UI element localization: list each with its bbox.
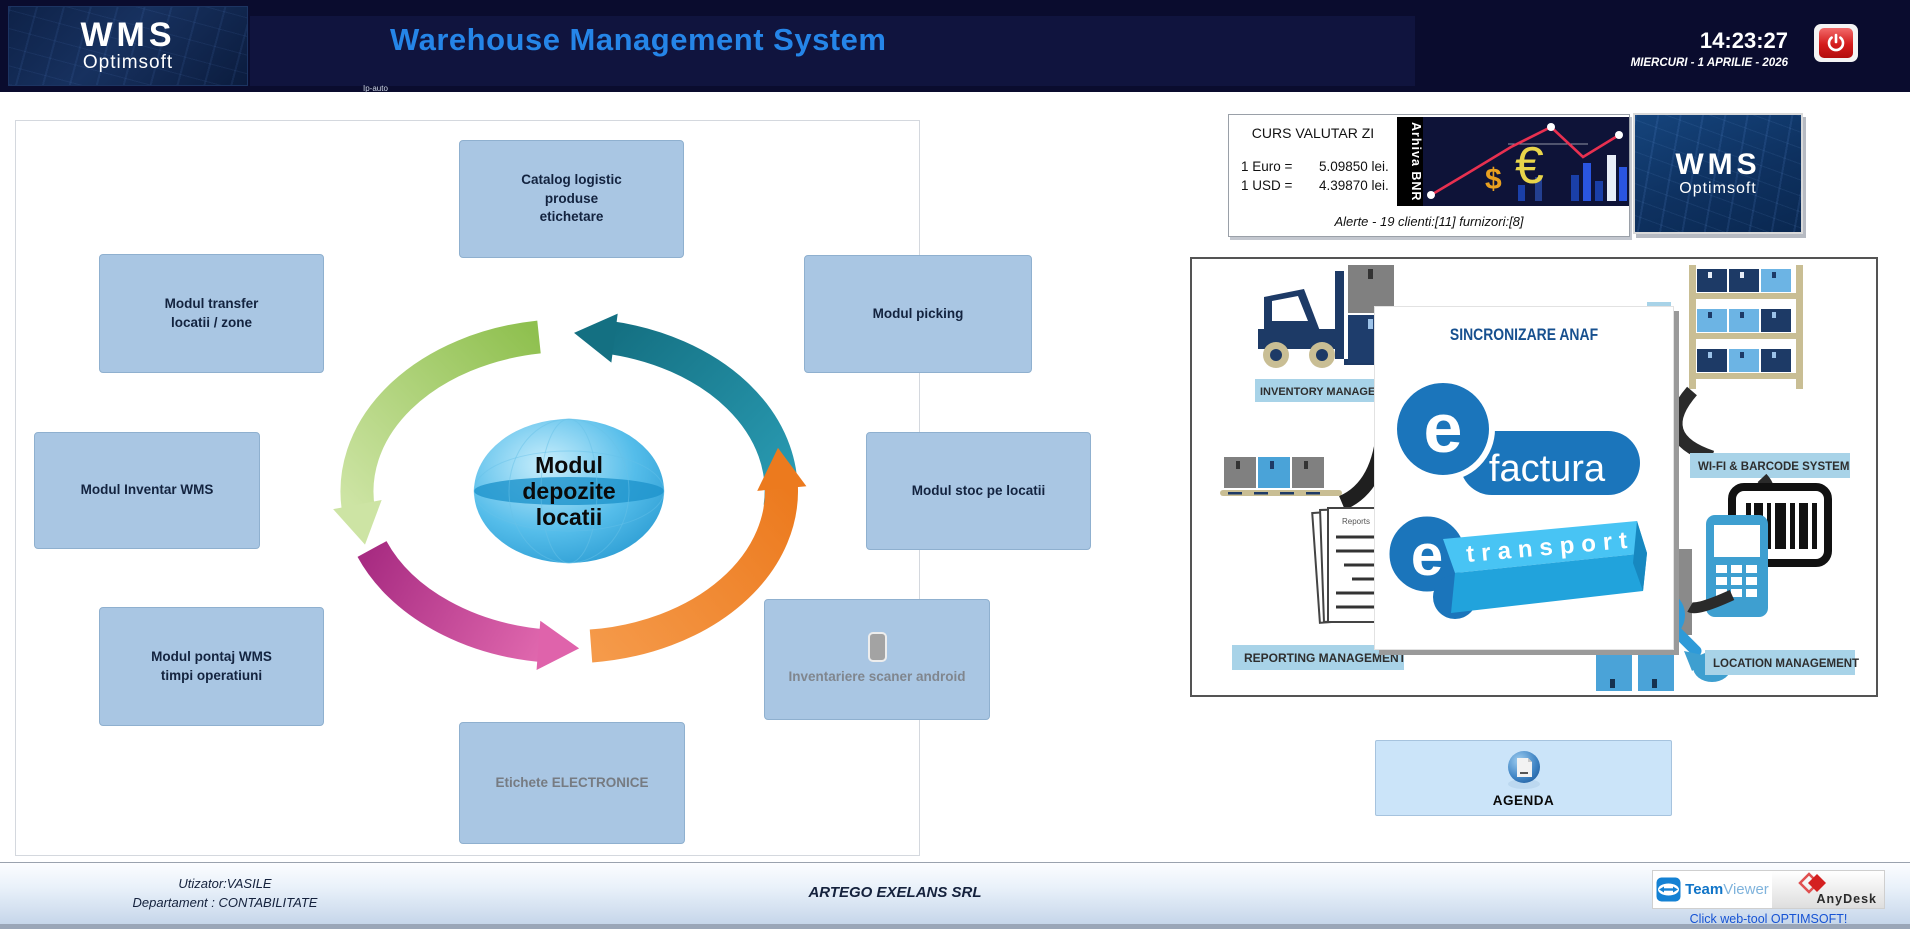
currency-chart: $ € bbox=[1423, 117, 1629, 206]
module-pontaj-wms[interactable]: Modul pontaj WMS timpi operatiuni bbox=[99, 607, 324, 726]
ip-auto-label: Ip-auto bbox=[363, 84, 388, 93]
app-logo: WMS Optimsoft bbox=[8, 6, 248, 86]
euro-symbol: € bbox=[1515, 137, 1544, 195]
cycle-diagram: Modul depozite locatii bbox=[333, 313, 807, 670]
header-bar: WMS Optimsoft Warehouse Management Syste… bbox=[0, 0, 1910, 93]
agenda-button[interactable]: AGENDA bbox=[1375, 740, 1672, 816]
center-sphere[interactable]: Modul depozite locatii bbox=[473, 418, 665, 564]
android-phone-icon bbox=[867, 632, 887, 663]
alerts-text: Alerte - 19 clienti:[11] furnizori:[8] bbox=[1229, 206, 1629, 236]
warehouse-illustration: INVENTORY MANAGEMENT Reports bbox=[1220, 265, 1859, 691]
forklift-icon bbox=[1258, 265, 1396, 368]
page-title: Warehouse Management System bbox=[390, 22, 887, 57]
agenda-icon bbox=[1507, 751, 1540, 789]
efactura-logo[interactable]: e factura bbox=[1391, 377, 1640, 495]
efactura-text: factura bbox=[1489, 448, 1606, 490]
module-stoc-pe-locatii[interactable]: Modul stoc pe locatii bbox=[866, 432, 1091, 550]
anydesk-icon bbox=[1798, 872, 1826, 894]
shelf-rack-icon bbox=[1689, 265, 1803, 389]
bottom-boxes-icon bbox=[1596, 655, 1674, 691]
etransport-logo[interactable]: e transport bbox=[1384, 511, 1647, 619]
anaf-sync-overlay: SINCRONIZARE ANAF e factura e transport bbox=[1374, 306, 1674, 650]
user-department: Departament : CONTABILITATE bbox=[132, 894, 318, 910]
module-etichete-electronice[interactable]: Etichete ELECTRONICE bbox=[459, 722, 685, 844]
inventory-label: INVENTORY MANAGEMENT bbox=[1260, 386, 1407, 398]
inventory-chip bbox=[1255, 379, 1379, 402]
barcode-scanner-icon bbox=[1706, 483, 1832, 617]
date-display: MIERCURI - 1 APRILIE - 2026 bbox=[1630, 57, 1788, 69]
badge-optimsoft-text: Optimsoft bbox=[1679, 180, 1757, 198]
center-line-2: depozite bbox=[522, 478, 615, 504]
module-inventariere-scaner[interactable]: Inventariere scaner android bbox=[764, 599, 990, 720]
footer-bar: Utizator:VASILE Departament : CONTABILIT… bbox=[0, 862, 1910, 926]
center-line-3: locatii bbox=[536, 504, 602, 530]
center-line-1: Modul bbox=[535, 452, 603, 478]
wifi-label: WI-FI & BARCODE SYSTEM bbox=[1698, 461, 1849, 473]
cycle-arrow-orange bbox=[589, 447, 807, 663]
module-inventar-wms[interactable]: Modul Inventar WMS bbox=[34, 432, 260, 549]
anaf-sync-title: SINCRONIZARE ANAF bbox=[1449, 325, 1599, 344]
currency-row-euro: 1 Euro = 5.09850 lei. bbox=[1241, 159, 1397, 174]
power-icon bbox=[1819, 28, 1853, 58]
etransport-e: e bbox=[1411, 523, 1443, 588]
teamviewer-text: TeamViewer bbox=[1685, 881, 1769, 898]
company-name: ARTEGO EXELANS SRL bbox=[808, 884, 982, 901]
remote-tools-box: TeamViewer AnyDesk bbox=[1652, 870, 1885, 909]
flow-band-right-top bbox=[1669, 386, 1715, 464]
arhiva-bnr-button[interactable]: Arhiva BNR bbox=[1397, 117, 1423, 206]
logo-wms-text: WMS bbox=[80, 16, 176, 55]
usd-value: 4.39870 lei. bbox=[1319, 178, 1389, 193]
clock-display: 14:23:27 bbox=[1699, 28, 1788, 53]
currency-title: CURS VALUTAR ZI bbox=[1251, 125, 1375, 141]
anydesk-logo[interactable]: AnyDesk bbox=[1771, 871, 1884, 908]
location-label: LOCATION MANAGEMENT bbox=[1713, 658, 1859, 670]
usd-label: 1 USD = bbox=[1241, 178, 1293, 193]
user-info: Utizator:VASILE Departament : CONTABILIT… bbox=[90, 875, 360, 913]
module-transfer-locatii[interactable]: Modul transfer locatii / zone bbox=[99, 254, 324, 373]
reports-doc-label: Reports bbox=[1342, 517, 1370, 526]
webtool-link[interactable]: Click web-tool OPTIMSOFT! bbox=[1689, 912, 1848, 926]
module-picking[interactable]: Modul picking bbox=[804, 255, 1032, 373]
teamviewer-icon bbox=[1656, 877, 1681, 902]
reporting-label: REPORTING MANAGEMENT bbox=[1244, 651, 1407, 665]
wifi-chip bbox=[1690, 453, 1850, 478]
header-sheen bbox=[250, 16, 1415, 86]
cycle-arrow-magenta bbox=[357, 540, 580, 670]
flow-band-right-bottom bbox=[1687, 589, 1735, 614]
wms-illustration-panel: INVENTORY MANAGEMENT Reports bbox=[1190, 257, 1878, 697]
logo-optimsoft-text: Optimsoft bbox=[82, 52, 174, 74]
teamviewer-logo[interactable]: TeamViewer bbox=[1653, 871, 1772, 908]
currency-row-usd: 1 USD = 4.39870 lei. bbox=[1241, 178, 1397, 193]
cycle-arrow-green bbox=[333, 320, 541, 545]
anydesk-text: AnyDesk bbox=[1816, 892, 1877, 906]
module-scaner-label: Inventariere scaner android bbox=[788, 669, 966, 685]
chart-red-line bbox=[1430, 125, 1620, 197]
currency-panel: CURS VALUTAR ZI 1 Euro = 5.09850 lei. 1 … bbox=[1228, 114, 1630, 237]
reports-stack-icon: Reports bbox=[1311, 507, 1387, 624]
bottom-strip bbox=[0, 924, 1910, 929]
module-catalog-logistic[interactable]: Catalog logistic produse etichetare bbox=[459, 140, 684, 258]
user-name: Utizator:VASILE bbox=[178, 876, 272, 891]
location-chip bbox=[1705, 650, 1855, 675]
badge-texture bbox=[1635, 115, 1801, 232]
logo-texture bbox=[9, 7, 247, 85]
conveyor-icon bbox=[1220, 457, 1342, 496]
wms-optimsoft-badge: WMS Optimsoft bbox=[1633, 113, 1803, 234]
euro-value: 5.09850 lei. bbox=[1319, 159, 1389, 174]
agenda-label: AGENDA bbox=[1492, 793, 1555, 808]
badge-wms-text: WMS bbox=[1675, 147, 1761, 181]
dollar-symbol: $ bbox=[1485, 163, 1502, 196]
euro-label: 1 Euro = bbox=[1241, 159, 1293, 174]
modules-panel: Modul depozite locatii Catalog logistic … bbox=[15, 120, 1091, 856]
power-button[interactable] bbox=[1814, 24, 1858, 62]
gray-bar bbox=[1670, 549, 1692, 635]
efactura-e: e bbox=[1424, 389, 1463, 467]
